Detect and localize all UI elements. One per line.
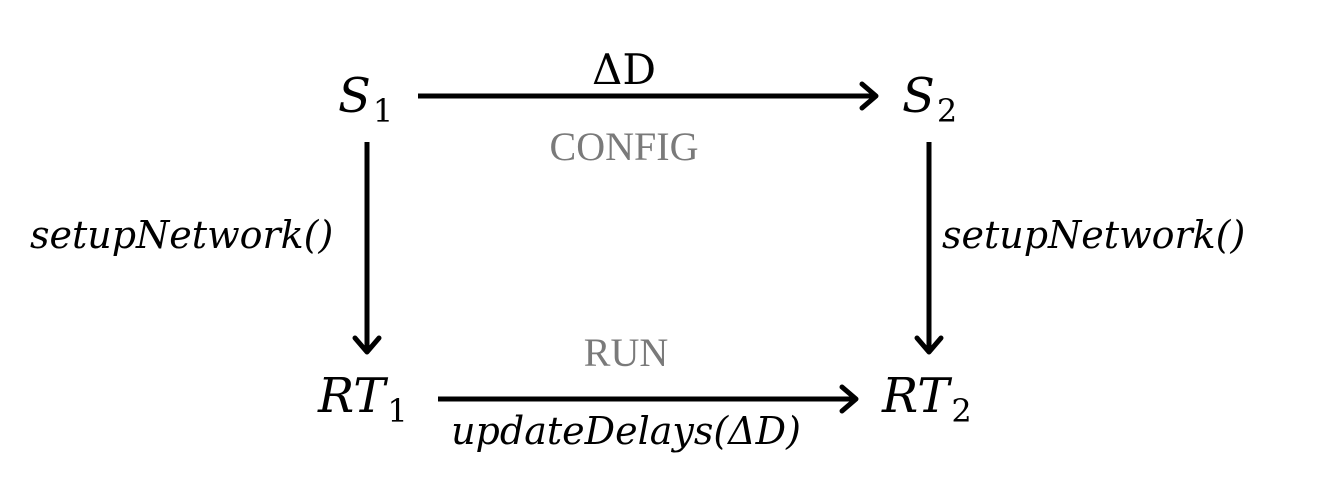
node-rt1-base: RT [317,368,388,424]
top-edge-label-delta: ΔD [592,45,656,94]
node-rt1: RT1 [317,368,408,430]
node-s2-sub: 2 [937,92,957,130]
node-rt2: RT2 [881,368,972,430]
arrow-s1-to-rt1 [352,142,382,355]
node-s1-sub: 1 [373,92,393,130]
node-rt1-sub: 1 [387,392,407,430]
node-s1-base: S [338,68,371,124]
node-s1: S1 [338,68,393,130]
node-s2-base: S [902,68,935,124]
left-edge-label: setupNetwork() [30,213,333,257]
node-rt2-base: RT [881,368,952,424]
right-edge-label: setupNetwork() [942,213,1245,257]
bottom-edge-label: updateDelays(ΔD) [451,409,801,453]
run-phase-label: RUN [584,330,668,375]
arrow-rt1-to-rt2 [438,384,859,414]
config-phase-label: CONFIG [550,124,699,169]
arrow-s1-to-s2 [418,81,879,111]
node-rt2-sub: 2 [951,392,971,430]
arrow-s2-to-rt2 [914,142,944,355]
node-s2: S2 [902,68,957,130]
